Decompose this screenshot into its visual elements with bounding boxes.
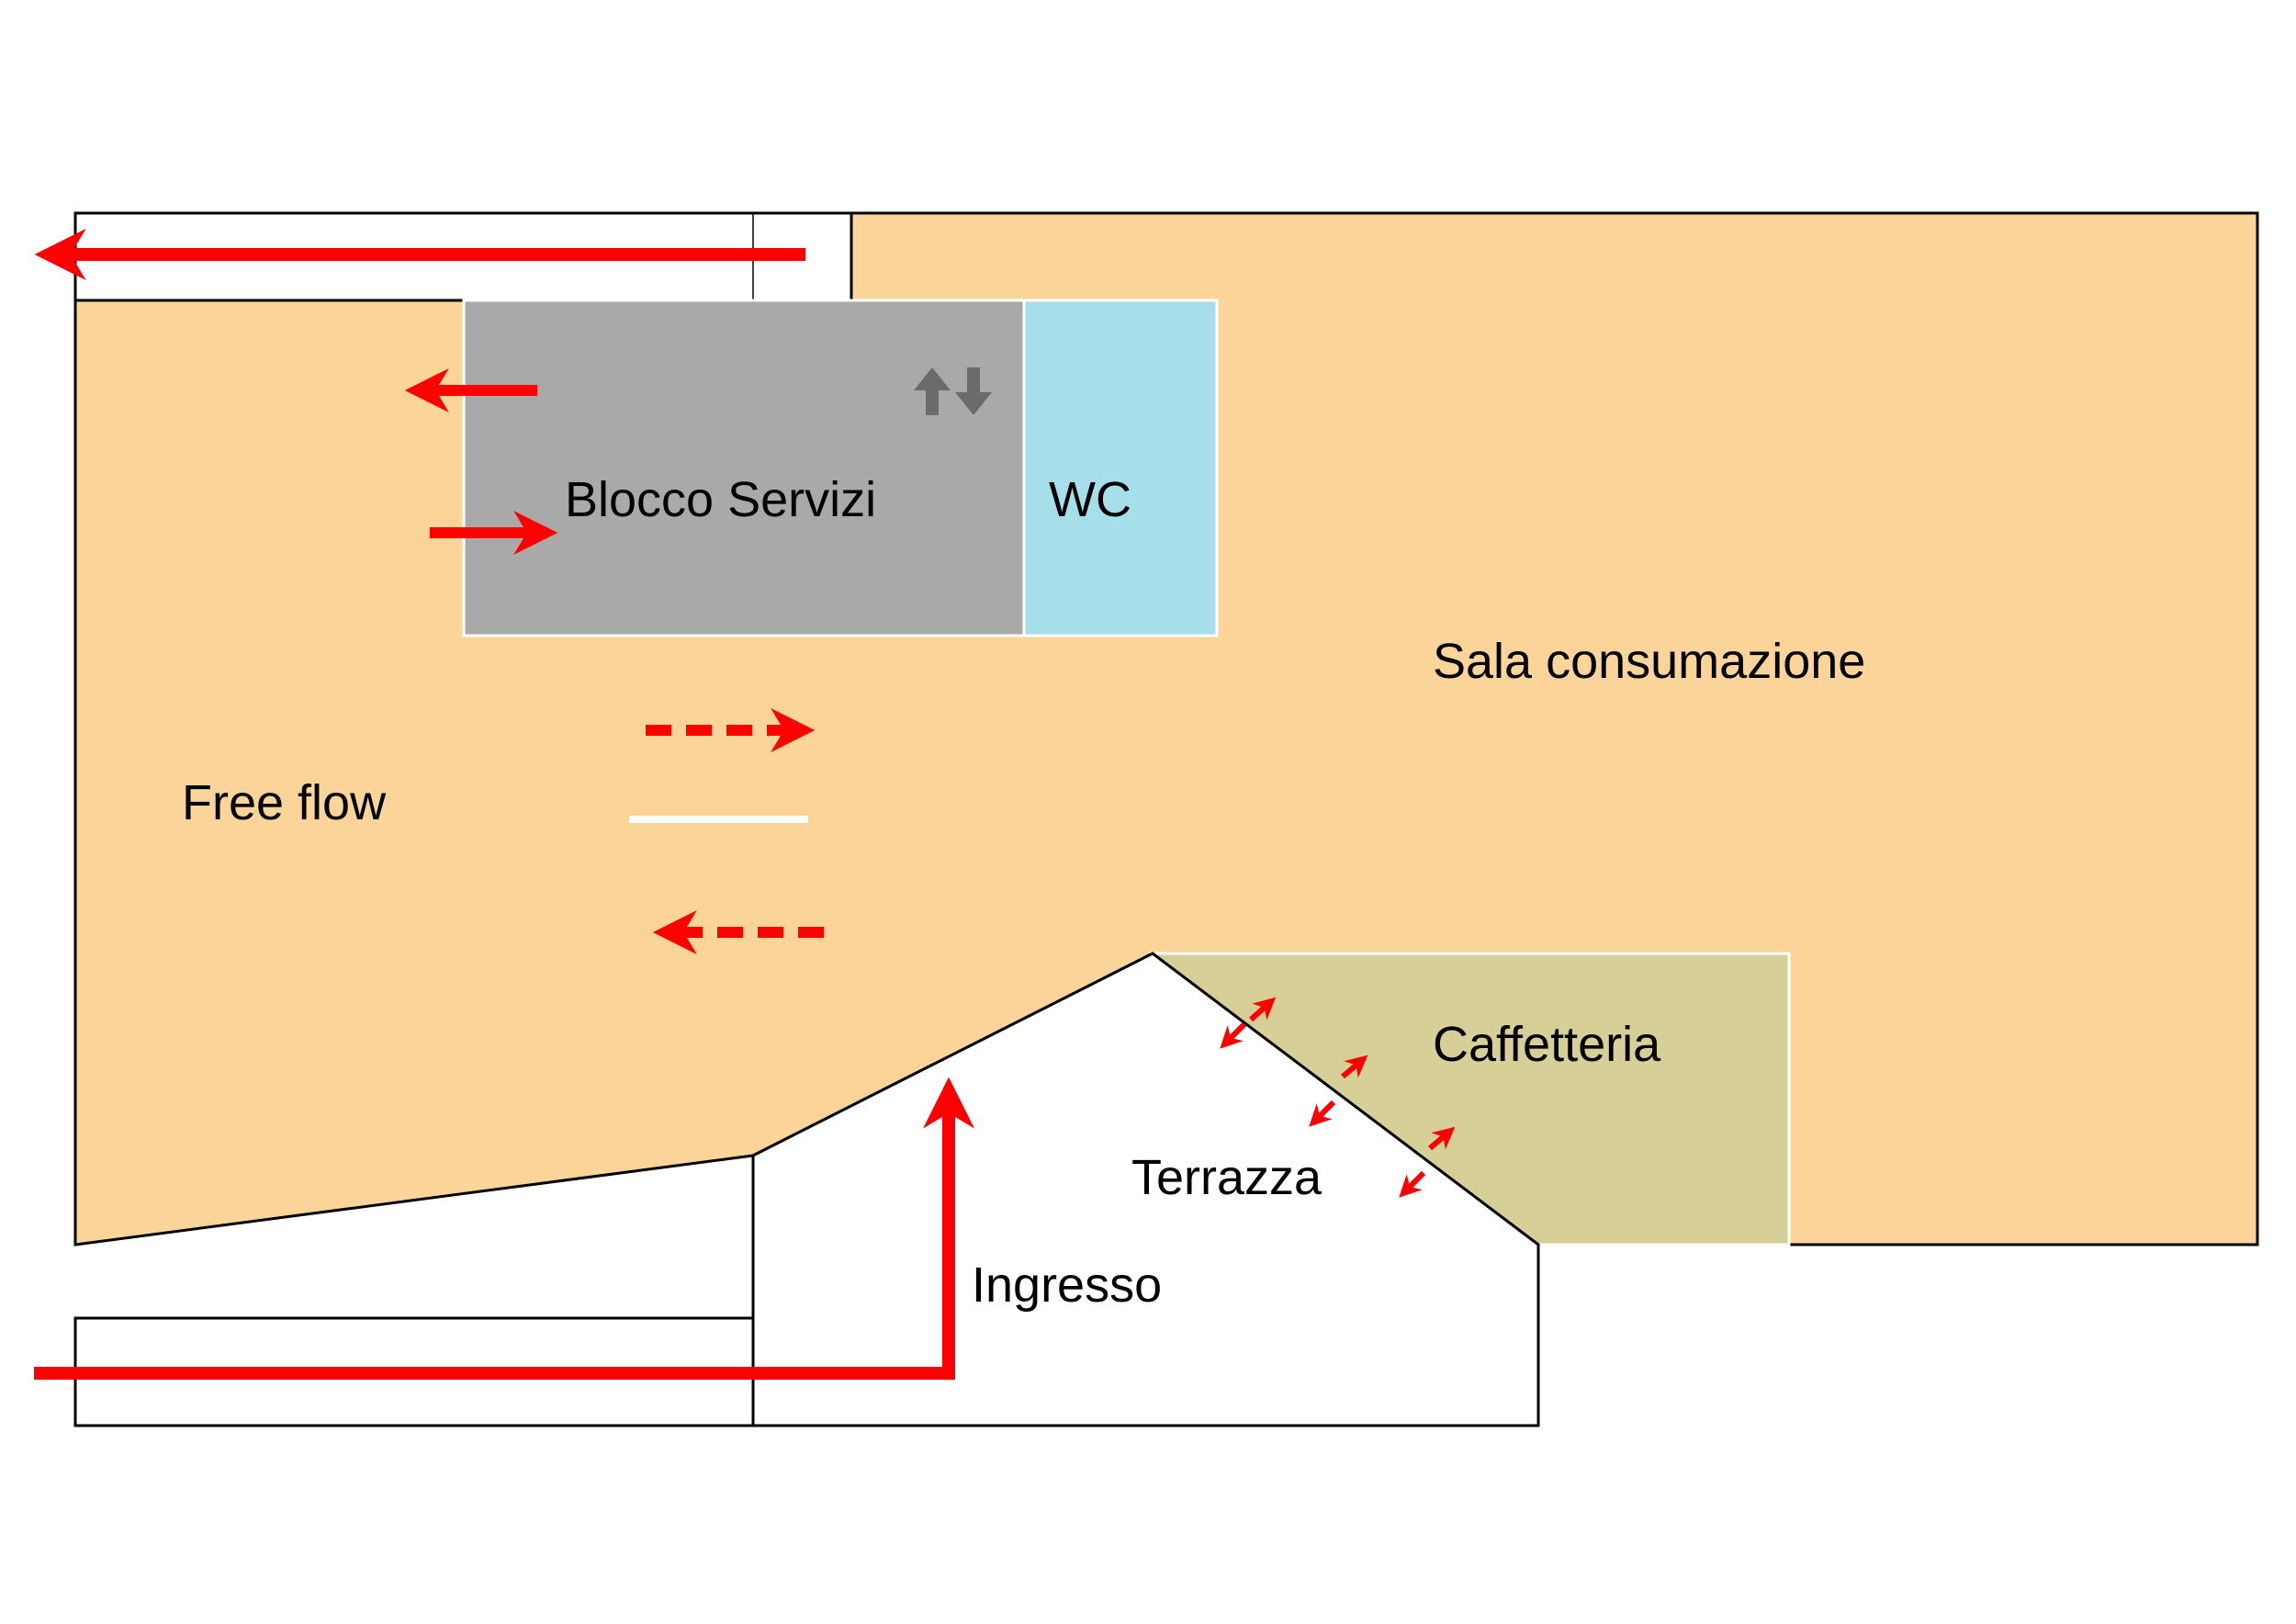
small-arrow-2a [1341, 1054, 1368, 1079]
label-caffetteria: Caffetteria [1433, 1017, 1661, 1072]
small-arrow-1a [1248, 997, 1277, 1022]
label-terrazza: Terrazza [1131, 1150, 1322, 1205]
label-blocco-servizi: Blocco Servizi [565, 472, 876, 527]
entrance-arrow [34, 1077, 974, 1380]
label-sala-consumazione: Sala consumazione [1433, 634, 1865, 689]
small-arrow-3a [1428, 1126, 1456, 1151]
small-arrow-3b [1399, 1170, 1426, 1198]
small-arrow-1b [1220, 1021, 1247, 1049]
blocco-servizi-area [462, 299, 1026, 637]
wc-area [1022, 299, 1219, 637]
small-arrow-2b [1309, 1100, 1336, 1127]
label-ingresso: Ingresso [972, 1257, 1162, 1313]
flow-arrows [34, 229, 1456, 1380]
label-free-flow: Free flow [182, 775, 387, 830]
up-down-arrows-icon [914, 367, 992, 415]
label-wc: WC [1049, 472, 1131, 527]
